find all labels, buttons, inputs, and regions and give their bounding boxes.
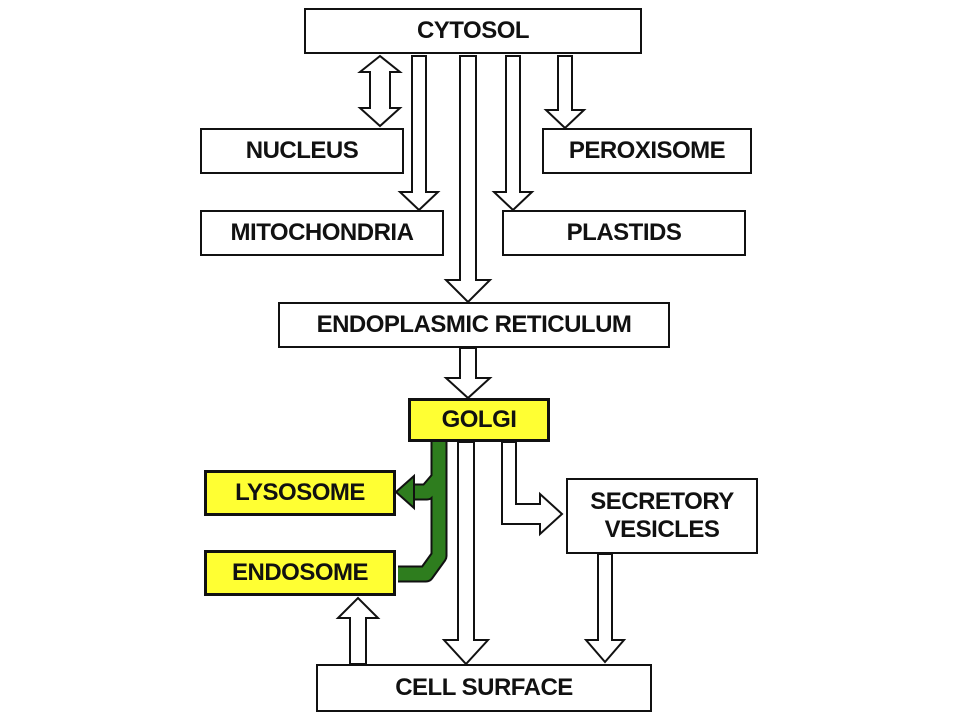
green-pathway-line — [398, 442, 446, 581]
arrow-cytosol-nucleus — [357, 54, 403, 128]
arrow-cellsurface-endosome — [335, 596, 381, 665]
mitochondria-box: MITOCHONDRIA — [200, 210, 444, 256]
peroxisome-label: PEROXISOME — [568, 137, 726, 165]
arrow-golgi-cellsurface — [441, 441, 491, 666]
cell-surface-box: CELL SURFACE — [316, 664, 652, 712]
golgi-label: GOLGI — [441, 406, 517, 434]
nucleus-label: NUCLEUS — [245, 137, 359, 165]
golgi-box: GOLGI — [408, 398, 550, 442]
lysosome-box: LYSOSOME — [204, 470, 396, 516]
lysosome-label: LYSOSOME — [235, 479, 365, 507]
plastids-label: PLASTIDS — [566, 219, 682, 247]
peroxisome-box: PEROXISOME — [542, 128, 752, 174]
arrow-secretory-cellsurface — [583, 553, 627, 664]
secretory-label-line2: VESICLES — [604, 516, 720, 543]
nucleus-box: NUCLEUS — [200, 128, 404, 174]
green-arrowhead-lysosome — [394, 473, 415, 511]
endoplasmic-reticulum-box: ENDOPLASMIC RETICULUM — [278, 302, 670, 348]
arrow-cytosol-er — [443, 55, 493, 304]
arrow-cytosol-peroxisome — [543, 55, 587, 130]
secretory-label-line1: SECRETORY — [590, 488, 734, 516]
cytosol-box: CYTOSOL — [304, 8, 642, 54]
cytosol-label: CYTOSOL — [416, 17, 530, 45]
mitochondria-label: MITOCHONDRIA — [230, 219, 414, 247]
arrow-er-golgi — [443, 347, 493, 400]
endosome-box: ENDOSOME — [204, 550, 396, 596]
plastids-box: PLASTIDS — [502, 210, 746, 256]
secretory-vesicles-box: SECRETORY VESICLES — [566, 478, 758, 554]
green-sorting-pathway — [394, 442, 448, 583]
endoplasmic-reticulum-label: ENDOPLASMIC RETICULUM — [316, 311, 632, 339]
endosome-label: ENDOSOME — [231, 559, 369, 587]
cell-surface-label: CELL SURFACE — [395, 674, 573, 702]
arrow-cytosol-mitochondria — [397, 55, 441, 212]
arrow-cytosol-plastids — [491, 55, 535, 212]
arrow-golgi-secretory — [501, 441, 564, 537]
